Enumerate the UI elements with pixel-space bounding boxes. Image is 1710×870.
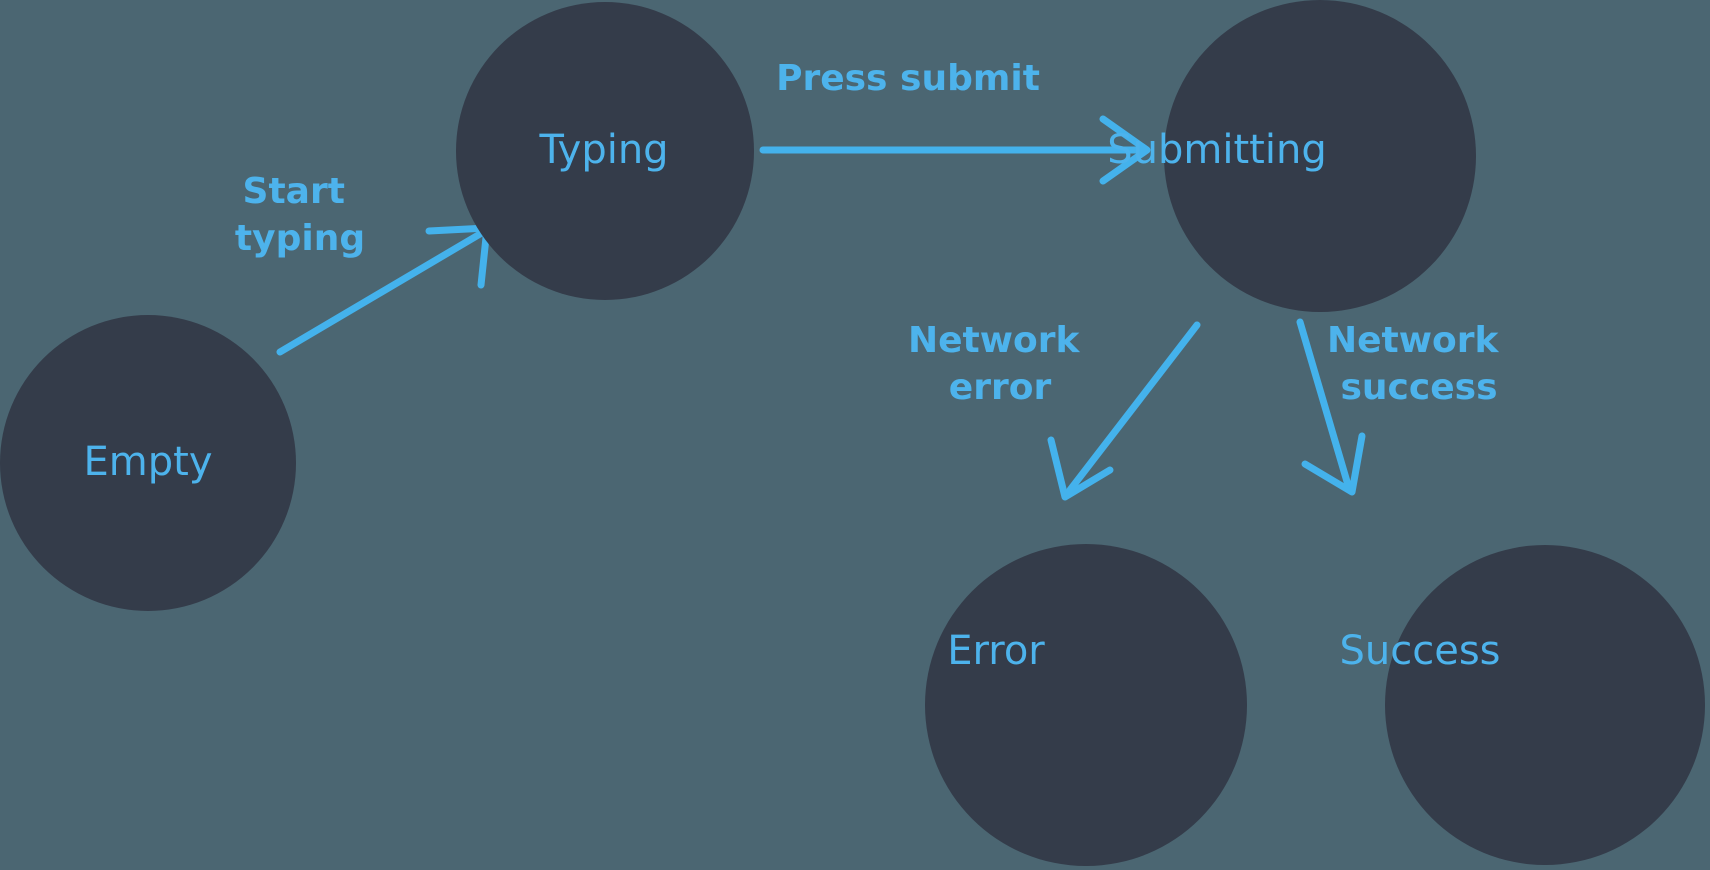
state-circle-submitting (1164, 0, 1476, 312)
network-error-label: Network error (908, 320, 1092, 408)
state-label-typing: Typing (538, 127, 668, 173)
state-node-empty[interactable]: Empty (0, 315, 296, 611)
network-success-label-line-2: success (1340, 367, 1497, 408)
transition-start-typing[interactable]: Start typing (235, 171, 491, 356)
network-success-label-line-1: Network (1327, 320, 1499, 361)
start-typing-label: Start typing (235, 171, 365, 259)
start-typing-label-line-2: typing (235, 218, 365, 259)
network-error-label-line-2: error (949, 367, 1052, 408)
start-typing-arrow-line (276, 230, 484, 356)
press-submit-label: Press submit (776, 58, 1040, 99)
state-circle-typing (456, 2, 754, 300)
state-node-typing[interactable]: Typing (456, 2, 754, 300)
network-success-arrow-head (1301, 432, 1366, 496)
transition-network-error[interactable]: Network error (908, 320, 1201, 501)
state-node-error[interactable]: Error (925, 544, 1247, 866)
state-label-empty: Empty (84, 439, 213, 485)
transition-network-success[interactable]: Network success (1296, 318, 1511, 496)
press-submit-label-line-1: Press submit (776, 58, 1040, 99)
state-label-error: Error (947, 628, 1045, 674)
state-node-submitting[interactable]: Submitting (1107, 0, 1476, 312)
network-success-arrow-line (1296, 318, 1352, 489)
network-error-arrow-head (1047, 436, 1114, 501)
press-submit-arrow-head (1099, 115, 1151, 185)
network-error-label-line-1: Network (908, 320, 1080, 361)
state-circle-error (925, 544, 1247, 866)
state-circle-empty (0, 315, 296, 611)
network-error-arrow-line (1066, 321, 1201, 494)
start-typing-label-line-1: Start (243, 171, 345, 212)
transition-press-submit[interactable]: Press submit (759, 58, 1151, 185)
state-circle-success (1385, 545, 1705, 865)
state-label-success: Success (1339, 628, 1500, 674)
network-success-label: Network success (1327, 320, 1511, 408)
state-node-success[interactable]: Success (1339, 545, 1705, 865)
state-label-submitting: Submitting (1107, 127, 1326, 173)
